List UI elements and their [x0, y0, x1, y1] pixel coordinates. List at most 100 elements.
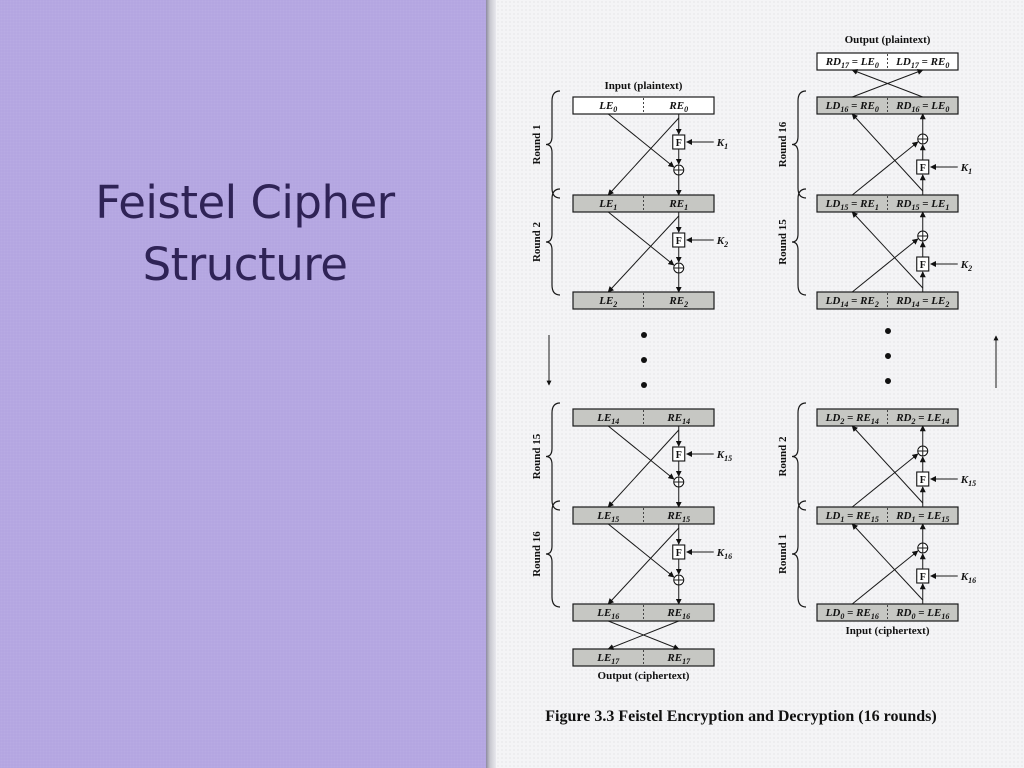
enc-swap-right — [607, 620, 679, 650]
dec-left-to-xor — [851, 238, 919, 293]
round-label: Round 2 — [777, 436, 789, 477]
cell-operator: = — [918, 607, 924, 619]
right-half-label: RE15​ — [666, 510, 690, 524]
cell-operator: = — [851, 100, 857, 112]
dec-register-0: RD17​ = LE0​LD17​ = RE0​ — [816, 52, 959, 71]
round-label: Round 16 — [777, 121, 789, 167]
register-box — [572, 96, 715, 115]
cell-subscript: 1 — [911, 515, 915, 524]
register-box — [572, 603, 715, 622]
round-function-label: F — [920, 572, 926, 583]
cell-subscript: 2 — [874, 300, 879, 309]
right-half-label: RD1​ = LE15​ — [895, 510, 949, 524]
key-subscript: 1 — [968, 167, 972, 176]
cell-subscript: 16 — [941, 612, 949, 621]
cell-symbol: LE — [930, 100, 945, 112]
round-function-label: F — [676, 450, 682, 461]
right-half-label: LD17​ = RE0​ — [895, 56, 949, 70]
cell-symbol: LD — [825, 295, 841, 307]
key-symbol: K — [960, 259, 969, 271]
round-brace — [545, 90, 561, 199]
left-half-label: LD2​ = RE14​ — [825, 412, 879, 426]
cell-operator: = — [922, 100, 928, 112]
round-brace — [545, 188, 561, 296]
round-brace — [791, 402, 807, 511]
dec-left-to-xor — [851, 141, 919, 196]
cell-subscript: 2 — [910, 417, 915, 426]
register-box — [572, 506, 715, 525]
register-box — [816, 96, 959, 115]
right-half-label: RD0​ = LE16​ — [895, 607, 949, 621]
right-half-label: RE16​ — [666, 607, 690, 621]
right-half-label: RD15​ = LE1​ — [895, 198, 949, 212]
cell-subscript: 14 — [611, 417, 619, 426]
cell-symbol: RE — [855, 412, 871, 424]
panel-divider — [486, 0, 496, 768]
cell-subscript: 1 — [945, 203, 949, 212]
dec-left-to-xor — [851, 453, 919, 508]
dec-output-label: Output (plaintext) — [845, 34, 931, 46]
cell-subscript: 2 — [944, 300, 949, 309]
register-box — [816, 194, 959, 213]
round-label: Round 16 — [531, 531, 543, 577]
figure-caption: Figure 3.3 Feistel Encryption and Decryp… — [545, 708, 936, 725]
cell-symbol: LE — [596, 510, 611, 522]
round-brace — [545, 402, 561, 511]
cell-symbol: LE — [598, 198, 613, 210]
cell-subscript: 16 — [611, 612, 619, 621]
cell-operator: = — [922, 295, 928, 307]
key-symbol: K — [716, 547, 725, 559]
round-label: Round 1 — [777, 534, 789, 574]
cell-symbol: LE — [860, 56, 875, 68]
cell-symbol: RD — [895, 295, 911, 307]
cell-symbol: LE — [598, 100, 613, 112]
dec-input-label: Input (ciphertext) — [845, 625, 929, 637]
enc-right-to-next-left — [607, 429, 680, 508]
cell-symbol: LD — [825, 510, 841, 522]
round-brace — [791, 500, 807, 608]
cell-symbol: LE — [930, 295, 945, 307]
cell-subscript: 2 — [683, 300, 688, 309]
cell-symbol: LD — [825, 100, 841, 112]
cell-symbol: RD — [825, 56, 841, 68]
enc-round-key: K1 — [716, 137, 728, 151]
round-function-label: F — [676, 138, 682, 149]
round-label: Round 15 — [531, 433, 543, 479]
cell-symbol: LE — [930, 198, 945, 210]
right-half-label: RE2​ — [668, 295, 688, 309]
enc-register-2: LE2​RE2​ — [572, 291, 715, 310]
left-half-label: LE15​ — [596, 510, 619, 524]
enc-left-to-xor — [607, 523, 675, 578]
cell-subscript: 1 — [684, 203, 688, 212]
cell-symbol: LE — [598, 295, 613, 307]
register-box — [572, 291, 715, 310]
cell-symbol: RE — [855, 510, 871, 522]
round-label: Round 15 — [777, 219, 789, 265]
cell-operator: = — [847, 607, 853, 619]
enc-register-0: LE0​RE0​ — [572, 96, 715, 115]
round-function-label: F — [676, 548, 682, 559]
cell-symbol: LD — [825, 607, 841, 619]
cell-symbol: RD — [895, 198, 911, 210]
register-box — [572, 648, 715, 667]
left-half-label: LE17​ — [596, 652, 620, 666]
cell-subscript: 0 — [613, 105, 617, 114]
key-symbol: K — [960, 162, 969, 174]
cell-symbol: LE — [596, 652, 611, 664]
ellipsis-dot — [885, 378, 891, 384]
cell-operator: = — [918, 510, 924, 522]
key-symbol: K — [716, 235, 725, 247]
register-box — [816, 603, 959, 622]
register-box — [572, 194, 715, 213]
cell-symbol: LE — [926, 412, 941, 424]
enc-round: F K1 — [607, 113, 728, 196]
cell-symbol: LE — [926, 510, 941, 522]
cell-subscript: 1 — [613, 203, 617, 212]
cell-symbol: LD — [825, 198, 841, 210]
register-box — [816, 291, 959, 310]
cell-subscript: 1 — [875, 203, 879, 212]
dec-right-to-next-left — [851, 211, 924, 289]
